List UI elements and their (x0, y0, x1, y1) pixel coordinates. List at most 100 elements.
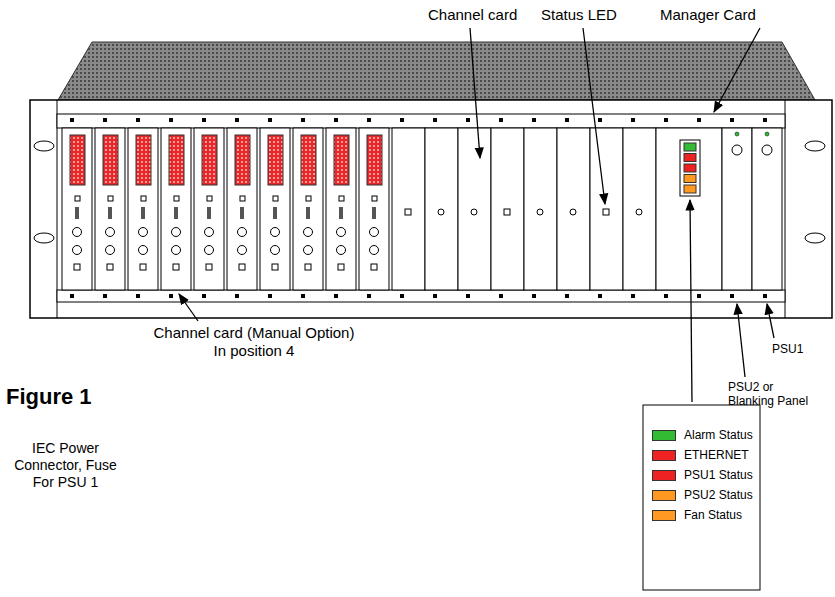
channel-card (359, 128, 389, 290)
status-led (603, 209, 609, 215)
manager-led (684, 154, 696, 162)
card-display (169, 135, 184, 185)
manager-led (684, 164, 696, 172)
card-marking (108, 207, 112, 219)
card-control (206, 264, 212, 270)
rail-screw (664, 118, 668, 122)
card-control (106, 228, 115, 237)
rail-screw (730, 294, 734, 298)
manager-card (656, 128, 722, 290)
legend-box (643, 405, 760, 590)
card-led (372, 196, 377, 201)
channel-card (260, 128, 290, 290)
card-control (371, 264, 377, 270)
status-led (636, 209, 642, 215)
channel-card (491, 128, 524, 290)
card-marking (141, 207, 145, 219)
legend-text: Fan Status (684, 508, 742, 522)
rack-ear-edge (57, 100, 58, 318)
status-led (537, 209, 543, 215)
callout-label: PSU1 (772, 342, 803, 356)
card-control (107, 264, 113, 270)
manager-led (684, 143, 696, 151)
card-led (240, 196, 245, 201)
legend-text: PSU2 Status (684, 488, 753, 502)
card-display (301, 135, 316, 185)
rail-screw (466, 294, 470, 298)
rail-screw (631, 118, 635, 122)
rail-screw (103, 294, 107, 298)
card-control (304, 228, 313, 237)
legend-swatch (652, 490, 676, 501)
mounting-hole (34, 141, 54, 151)
rail-screw (202, 118, 206, 122)
card-marking (75, 207, 79, 219)
card-led (75, 196, 80, 201)
leader-arrow (470, 28, 480, 158)
callout-label: Status LED (541, 6, 617, 24)
card-led (141, 196, 146, 201)
card-control (73, 246, 82, 255)
rail-screw (235, 118, 239, 122)
legend-swatch (652, 450, 676, 461)
channel-card (62, 128, 92, 290)
rack-ear-edge (785, 100, 786, 318)
rail-screw (334, 294, 338, 298)
rail-screw (499, 294, 503, 298)
legend: Alarm StatusETHERNETPSU1 StatusPSU2 Stat… (652, 425, 753, 525)
card-marking (273, 207, 277, 219)
psu-switch (762, 145, 772, 155)
channel-card (161, 128, 191, 290)
mounting-hole (34, 233, 54, 243)
card-control (370, 246, 379, 255)
rail-screw (565, 294, 569, 298)
card-led (306, 196, 311, 201)
legend-text: ETHERNET (684, 448, 749, 462)
leader-arrow (714, 28, 760, 112)
leader-arrow (690, 200, 692, 402)
status-led (471, 209, 477, 215)
rail-screw (136, 118, 140, 122)
card-control (305, 264, 311, 270)
psu-switch (732, 145, 742, 155)
callout-label: Channel card (428, 6, 517, 24)
legend-row: Fan Status (652, 505, 753, 525)
card-control (106, 246, 115, 255)
manager-led (684, 175, 696, 183)
rail-screw (433, 118, 437, 122)
rail-screw (367, 118, 371, 122)
legend-swatch (652, 430, 676, 441)
card-control (139, 228, 148, 237)
rack-front-panel (30, 100, 832, 318)
card-control (139, 246, 148, 255)
rail-screw (400, 294, 404, 298)
rail-screw (697, 118, 701, 122)
rail-screw (433, 294, 437, 298)
card-display (202, 135, 217, 185)
channel-card (590, 128, 623, 290)
card-display (235, 135, 250, 185)
leader-arrow (767, 304, 774, 338)
rail-screw (697, 294, 701, 298)
top-rail (57, 114, 785, 128)
card-led (339, 196, 344, 201)
rail-screw (268, 118, 272, 122)
status-led (438, 209, 444, 215)
channel-card (293, 128, 323, 290)
rail-screw (301, 294, 305, 298)
status-led (570, 209, 576, 215)
channel-card (458, 128, 491, 290)
legend-row: ETHERNET (652, 445, 753, 465)
manager-display (680, 140, 700, 196)
rail-screw (169, 118, 173, 122)
psu-led (735, 132, 739, 136)
card-control (271, 228, 280, 237)
mounting-hole (805, 233, 825, 243)
card-marking (306, 207, 310, 219)
card-control (337, 228, 346, 237)
channel-card (524, 128, 557, 290)
rail-screw (400, 118, 404, 122)
card-control (338, 264, 344, 270)
card-control (74, 264, 80, 270)
